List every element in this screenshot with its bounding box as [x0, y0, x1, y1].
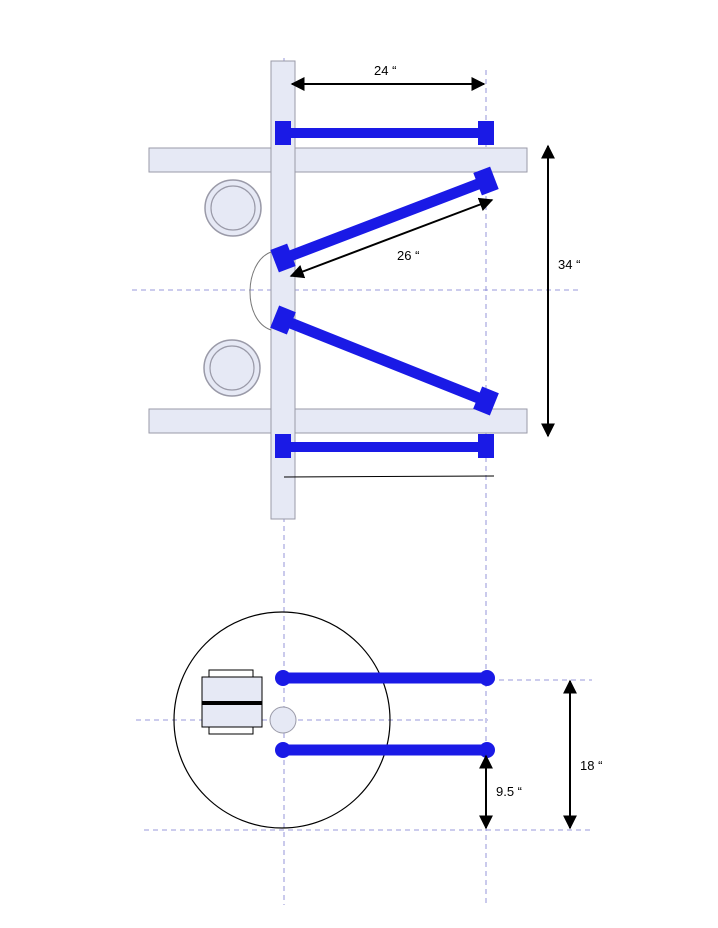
upper-straight-link-right-end	[478, 121, 494, 145]
differential-bulge	[249, 251, 272, 331]
top-view: 24 “ 26 “ 34 “	[148, 60, 580, 520]
lower-straight-link	[280, 442, 488, 452]
lower-straight-link-left-end	[275, 434, 291, 458]
lower-straight-link-right-end	[478, 434, 494, 458]
upper-straight-link-left-end	[275, 121, 291, 145]
dim-label-overall-height: 34 “	[558, 257, 580, 272]
side-lower-link-left-end	[275, 742, 291, 758]
upper-diagonal-link-left-end	[270, 243, 296, 273]
reference-line	[283, 475, 495, 478]
dim-arrow-diagonal	[289, 197, 494, 279]
dim-label-lower-offset: 9.5 “	[496, 784, 522, 799]
axle-center	[269, 706, 297, 734]
wheel-outline	[173, 611, 391, 829]
upper-straight-link	[280, 128, 488, 138]
lower-diagonal-link	[280, 314, 489, 407]
upper-frame-rail	[148, 147, 528, 173]
lower-diagonal-link-left-end	[270, 305, 296, 335]
lower-frame-rail	[148, 408, 528, 434]
lower-disc	[203, 339, 261, 397]
side-upper-link-left-end	[275, 670, 291, 686]
side-view: 18 “ 9.5 “	[173, 611, 602, 830]
lower-diagonal-link-right-end	[473, 386, 499, 416]
upper-disc	[204, 179, 262, 237]
upper-diagonal-link-right-end	[473, 166, 499, 196]
side-upper-link-right-end	[479, 670, 495, 686]
dim-label-diagonal: 26 “	[397, 248, 419, 263]
mount-bracket	[201, 669, 263, 735]
dim-label-side-spacing: 18 “	[580, 758, 602, 773]
side-lower-link-right-end	[479, 742, 495, 758]
dim-label-top-width: 24 “	[374, 63, 396, 78]
upper-diagonal-link	[283, 175, 488, 264]
centerlines	[132, 58, 592, 905]
